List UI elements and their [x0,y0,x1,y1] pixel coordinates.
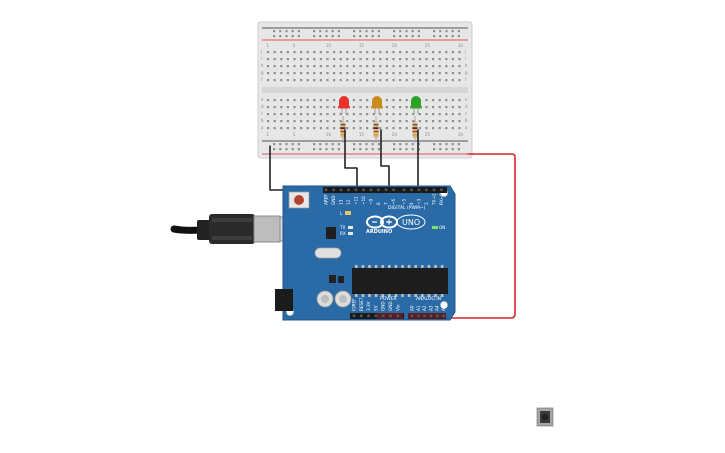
digital-pin-label: 4 [409,202,414,205]
atmega-chip [352,265,448,297]
bb-row-letter: a [465,125,468,130]
reset-button[interactable] [288,191,310,209]
on-led-label: ON [439,225,445,230]
led-yellow[interactable] [371,96,383,114]
bb-row-letter: g [465,70,468,75]
power-pin-label: GND [381,301,386,311]
analog-pin-label: A0 [410,305,415,311]
bb-col-number: 30 [458,43,464,48]
analog-pin-label: A5 [441,305,446,311]
resistor-green[interactable] [412,116,418,143]
wire-5v-red [412,153,516,319]
bb-row-letter: i [465,56,466,61]
bb-col-number: 15 [359,132,365,137]
analog-pin-label: A2 [422,305,427,311]
digital-pin-label: 2 [424,202,429,205]
bb-row-letter: c [465,111,467,116]
led-l-label: L [340,211,343,216]
bb-row-letter: e [465,97,468,102]
power-pin-label: Vin [395,304,400,311]
power-pin-label: IOREF [352,298,357,311]
bb-row-letter: i [261,56,262,61]
power-pin-label: RESET [359,297,364,311]
digital-pin-label: GND [331,195,336,205]
power-section-label: POWER [380,296,397,302]
arduino-brand-text: ARDUINO [366,229,392,235]
analog-pin-label: A4 [435,305,440,311]
bb-col-number: 20 [392,132,398,137]
power-pin-label: 3.3V [366,301,371,311]
power-pin-label: 5V [373,305,378,311]
bb-col-number: 5 [293,43,296,48]
digital-pin-label: RX←0 [439,193,444,205]
crystal [314,247,342,259]
led-rx-label: RX [340,231,346,236]
uno-model-text: UNO [402,218,420,227]
bb-row-letter: b [465,118,468,123]
led-green[interactable] [410,96,422,114]
digital-pin-label: ~11 [354,196,359,205]
wire-red-led [344,129,358,187]
bb-col-number: 1 [267,132,270,137]
digital-pin-label: ~6 [391,198,396,205]
bb-col-number: 20 [392,43,398,48]
bb-row-letter: e [261,97,264,102]
bb-row-letter: j [260,49,262,54]
bb-row-letter: h [261,63,264,68]
usb-chip [326,227,336,239]
bb-col-number: 15 [359,43,365,48]
bb-row-letter: a [261,125,264,130]
analog-header[interactable] [408,313,446,319]
analog-pin-label: A3 [428,305,433,311]
digital-section-label: DIGITAL (PWM~) [388,205,426,211]
bb-col-number: 25 [425,132,431,137]
led-red[interactable] [338,96,350,114]
digital-pin-label: 12 [346,199,351,205]
bb-col-number: 30 [458,132,464,137]
analog-pin-label: A1 [416,305,421,311]
bb-col-number: 25 [425,43,431,48]
digital-pin-label: 8 [376,202,381,205]
bb-col-number: 10 [326,43,332,48]
bb-row-letter: f [261,77,263,82]
bb-row-letter: c [261,111,263,116]
digital-pin-label: ~5 [402,198,407,205]
pushbutton-component[interactable] [536,407,554,427]
bb-row-letter: d [465,104,468,109]
bb-row-letter: g [261,70,264,75]
digital-pin-label: AREF [324,194,329,205]
power-pin-label: GND [388,301,393,311]
resistor-yellow[interactable] [373,116,379,143]
digital-pin-label: 7 [384,202,389,205]
bb-col-number: 5 [293,132,296,137]
digital-pin-label: ~10 [361,196,366,205]
wire-yellow-led [380,129,390,187]
power-jack[interactable] [275,289,293,311]
bb-row-letter: j [464,49,466,54]
bb-row-letter: b [261,118,264,123]
digital-pin-label: ~3 [417,198,422,205]
bb-row-letter: h [465,63,468,68]
digital-pin-label: ~9 [369,198,374,205]
led-tx-label: TX [339,225,346,230]
bb-row-letter: f [465,77,467,82]
bb-col-number: 10 [326,132,332,137]
bb-row-letter: d [261,104,264,109]
bb-col-number: 1 [267,43,270,48]
analog-section-label: ANALOG IN [416,296,441,302]
digital-pin-label: 13 [339,199,344,205]
digital-pin-label: TX→1 [432,193,437,206]
capacitors [316,290,352,308]
